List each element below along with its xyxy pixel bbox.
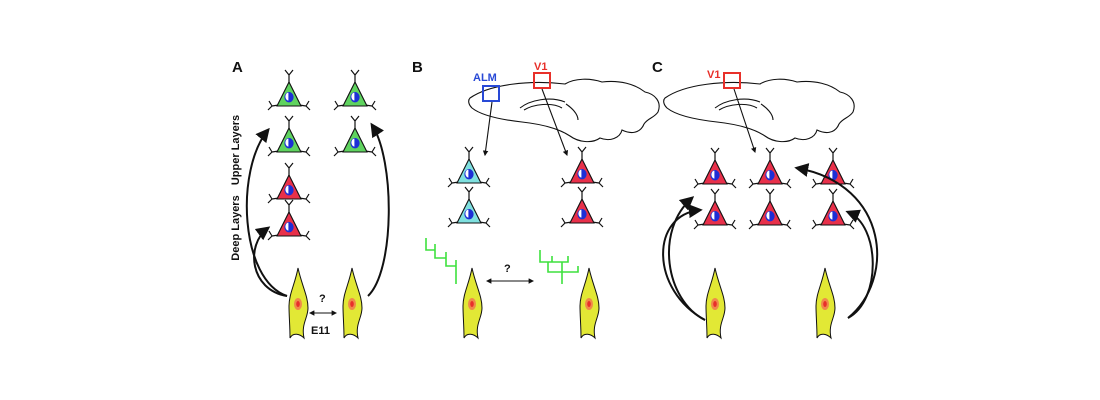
v1-neuron [693,188,737,230]
panel-c: C V1 [652,59,879,339]
panel-a: A Upper Layers Deep Layers ? E11 [230,59,390,339]
progenitor-cell [815,267,836,339]
brain-outline [468,78,660,143]
v1-neuron [748,188,792,230]
question-mark: ? [504,263,511,275]
v1-neuron [811,188,855,230]
progenitor-cell [705,267,726,339]
clonal-tree-right [539,250,579,284]
v1-neuron [811,147,855,189]
progenitor-cell [579,267,600,339]
panel-b-letter: B [412,59,423,76]
progenitor-cell [462,267,483,339]
alm-neuron [447,186,491,228]
upper-neuron [333,115,377,157]
upper-neuron [333,69,377,111]
alm-label: ALM [473,72,497,84]
deep-layers-label: Deep Layers [230,195,242,260]
progenitor-cell [288,267,309,339]
panel-c-letter: C [652,59,663,76]
lineage-arrow [845,209,874,319]
deep-neuron [267,199,311,241]
upper-neuron [267,115,311,157]
brain-outline [663,78,855,143]
lineage-arrow [367,122,390,297]
alm-region-box [482,85,500,102]
projection-arrow [482,101,493,157]
v1-region-box [723,72,741,89]
panel-a-letter: A [232,59,243,76]
upper-neuron [267,69,311,111]
alm-neuron [447,146,491,188]
v1-neuron [693,147,737,189]
v1-neuron [748,147,792,189]
projection-arrow [541,88,569,157]
clonal-tree-left [425,238,457,284]
deep-neuron [267,162,311,204]
v1-neuron [560,146,604,188]
v1-label: V1 [707,69,720,81]
progenitor-cell [342,267,363,339]
v1-label: V1 [534,61,547,73]
lineage-arrow [668,196,706,321]
v1-neuron [560,186,604,228]
lineage-arrow [662,204,706,321]
projection-arrow [733,88,757,154]
panel-b: B ALM V1 ? [412,59,660,339]
question-mark: ? [319,293,326,305]
lineage-arrow [245,127,288,297]
lineage-arrow [253,226,288,297]
timepoint-label: E11 [311,325,330,337]
lineage-arrow [794,163,879,319]
v1-region-box [533,72,551,89]
upper-layers-label: Upper Layers [230,115,242,185]
